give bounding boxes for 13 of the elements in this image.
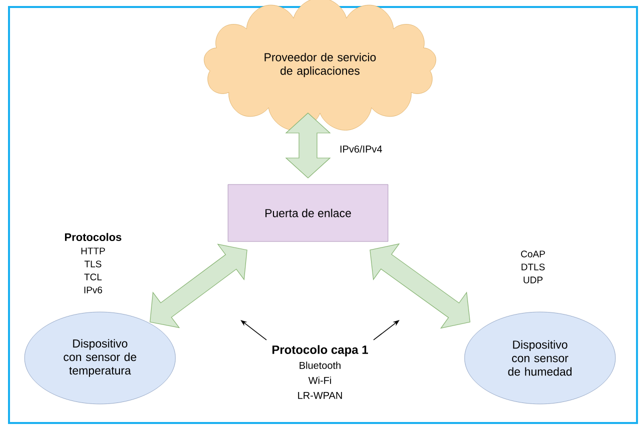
edge-label: IPv6/IPv4	[340, 145, 382, 153]
protocol-label: HTTP	[81, 248, 105, 254]
protocol-label: CoAP	[521, 250, 545, 258]
protocol-label: UDP	[524, 276, 543, 284]
protocol-label: TLS	[84, 260, 102, 268]
protocol-label: DTLS	[522, 264, 545, 270]
gateway-box: Puerta de enlace	[228, 184, 388, 242]
double-arrow	[285, 112, 331, 178]
protocol-text: Protocolo capa 1 Bluetooth Wi-Fi LR-WPAN	[272, 345, 368, 399]
list-heading: Protocolos	[65, 232, 122, 242]
double-arrow	[150, 244, 248, 328]
protocol-label: IPv6	[84, 286, 102, 294]
protocol-label: TCL	[84, 274, 102, 280]
